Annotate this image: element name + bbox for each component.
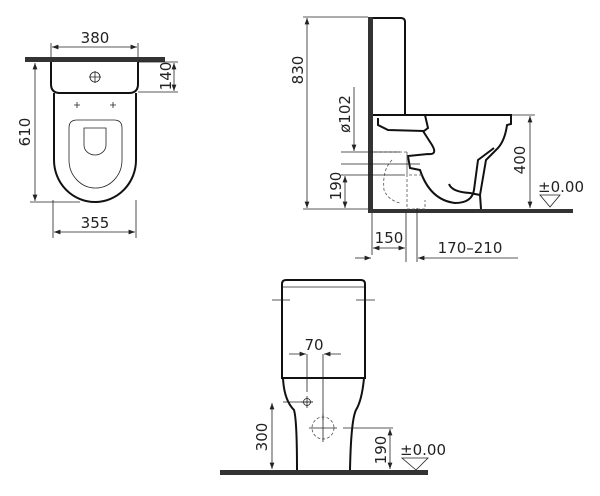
tank-front [281,279,366,379]
outlet-hidden [374,151,426,210]
dim-outlet-height: 190 [327,172,345,201]
dim-outlet-range: 170–210 [438,239,503,257]
floor-level-marker-icon [539,194,561,208]
dim-wall-to-outlet: 150 [375,229,404,247]
trap [406,130,495,205]
pedestal [282,377,365,471]
tank-base [373,114,430,133]
floor [373,209,573,213]
dim-offset: 70 [304,336,323,354]
floor-level-label: ±0.00 [400,441,446,459]
dim-seat-height: 400 [511,146,529,175]
bowl-front [425,114,512,210]
floor-level-marker-icon [400,457,429,471]
dim-inlet-height: 300 [253,423,271,452]
dim-width-top: 380 [81,29,110,47]
dim-tank-depth: 140 [157,62,175,91]
seat-outline [68,119,123,189]
bowl-outline [53,93,137,203]
dim-outlet-diameter: ø102 [336,95,354,133]
tank-outline [50,62,139,94]
dim-width-bowl: 355 [81,214,110,232]
bowl-opening [83,127,107,156]
front-view: 70 300 190 ±0.00 [220,279,446,475]
dim-total-height: 830 [289,56,307,85]
dim-length: 610 [16,118,34,147]
floor [220,470,428,475]
wall-bar [25,57,165,62]
seat-fixing-holes [74,102,116,108]
dim-outlet-height: 190 [372,436,390,465]
top-view: 380 140 610 355 [16,29,178,238]
wall [368,17,373,213]
tank-side [373,17,406,115]
floor-level-label: ±0.00 [538,178,584,196]
side-view: 830 ø102 190 400 ±0.00 150 170–210 [289,16,584,262]
